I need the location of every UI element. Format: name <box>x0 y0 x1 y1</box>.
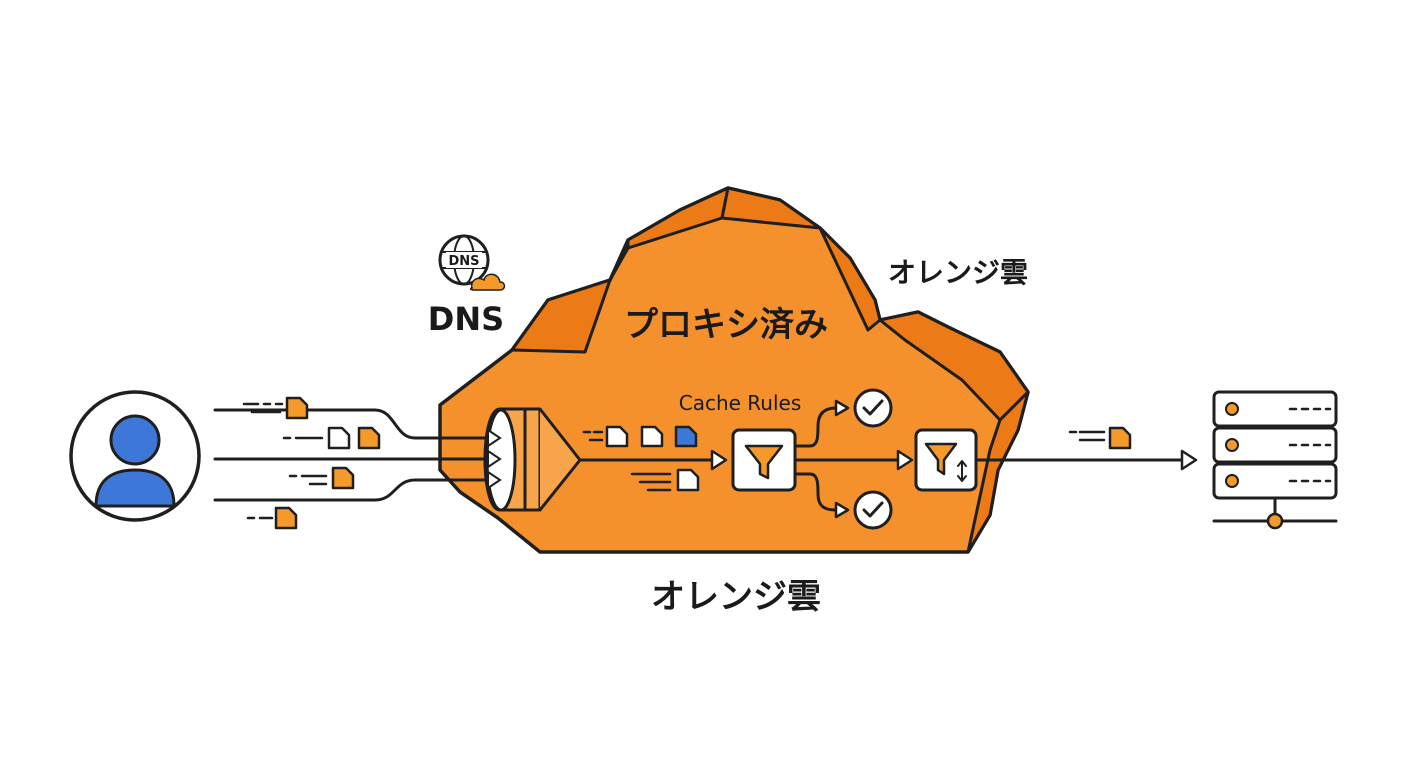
incoming-documents <box>242 396 381 530</box>
dns-icon-text: DNS <box>448 254 479 269</box>
document-icon <box>282 426 381 450</box>
proxy-gateway-icon <box>483 407 582 512</box>
server-rack-icon <box>1212 390 1338 530</box>
inner-documents <box>582 425 700 492</box>
filter-sort-icon <box>914 428 978 492</box>
dns-globe-cloud-icon: DNS <box>438 234 506 291</box>
document-icon <box>246 506 298 530</box>
document-icon <box>582 425 698 448</box>
filter-funnel-icon <box>731 428 797 492</box>
document-icon <box>1068 426 1132 450</box>
document-icon <box>288 466 355 490</box>
dns-label: DNS <box>428 300 504 338</box>
check-circle-icon <box>853 490 893 530</box>
check-circle-icon <box>853 388 893 428</box>
cloud-title: プロキシ済み <box>624 305 828 345</box>
document-icon <box>242 396 309 420</box>
user-avatar-icon <box>69 390 201 522</box>
cloud-label-top: オレンジ雲 <box>888 256 1028 289</box>
outgoing-line <box>974 449 1198 471</box>
document-icon <box>630 468 700 492</box>
inner-flow-lines <box>578 399 914 519</box>
cache-rules-label: Cache Rules <box>679 391 802 415</box>
cloud-label-bottom: オレンジ雲 <box>651 577 821 617</box>
